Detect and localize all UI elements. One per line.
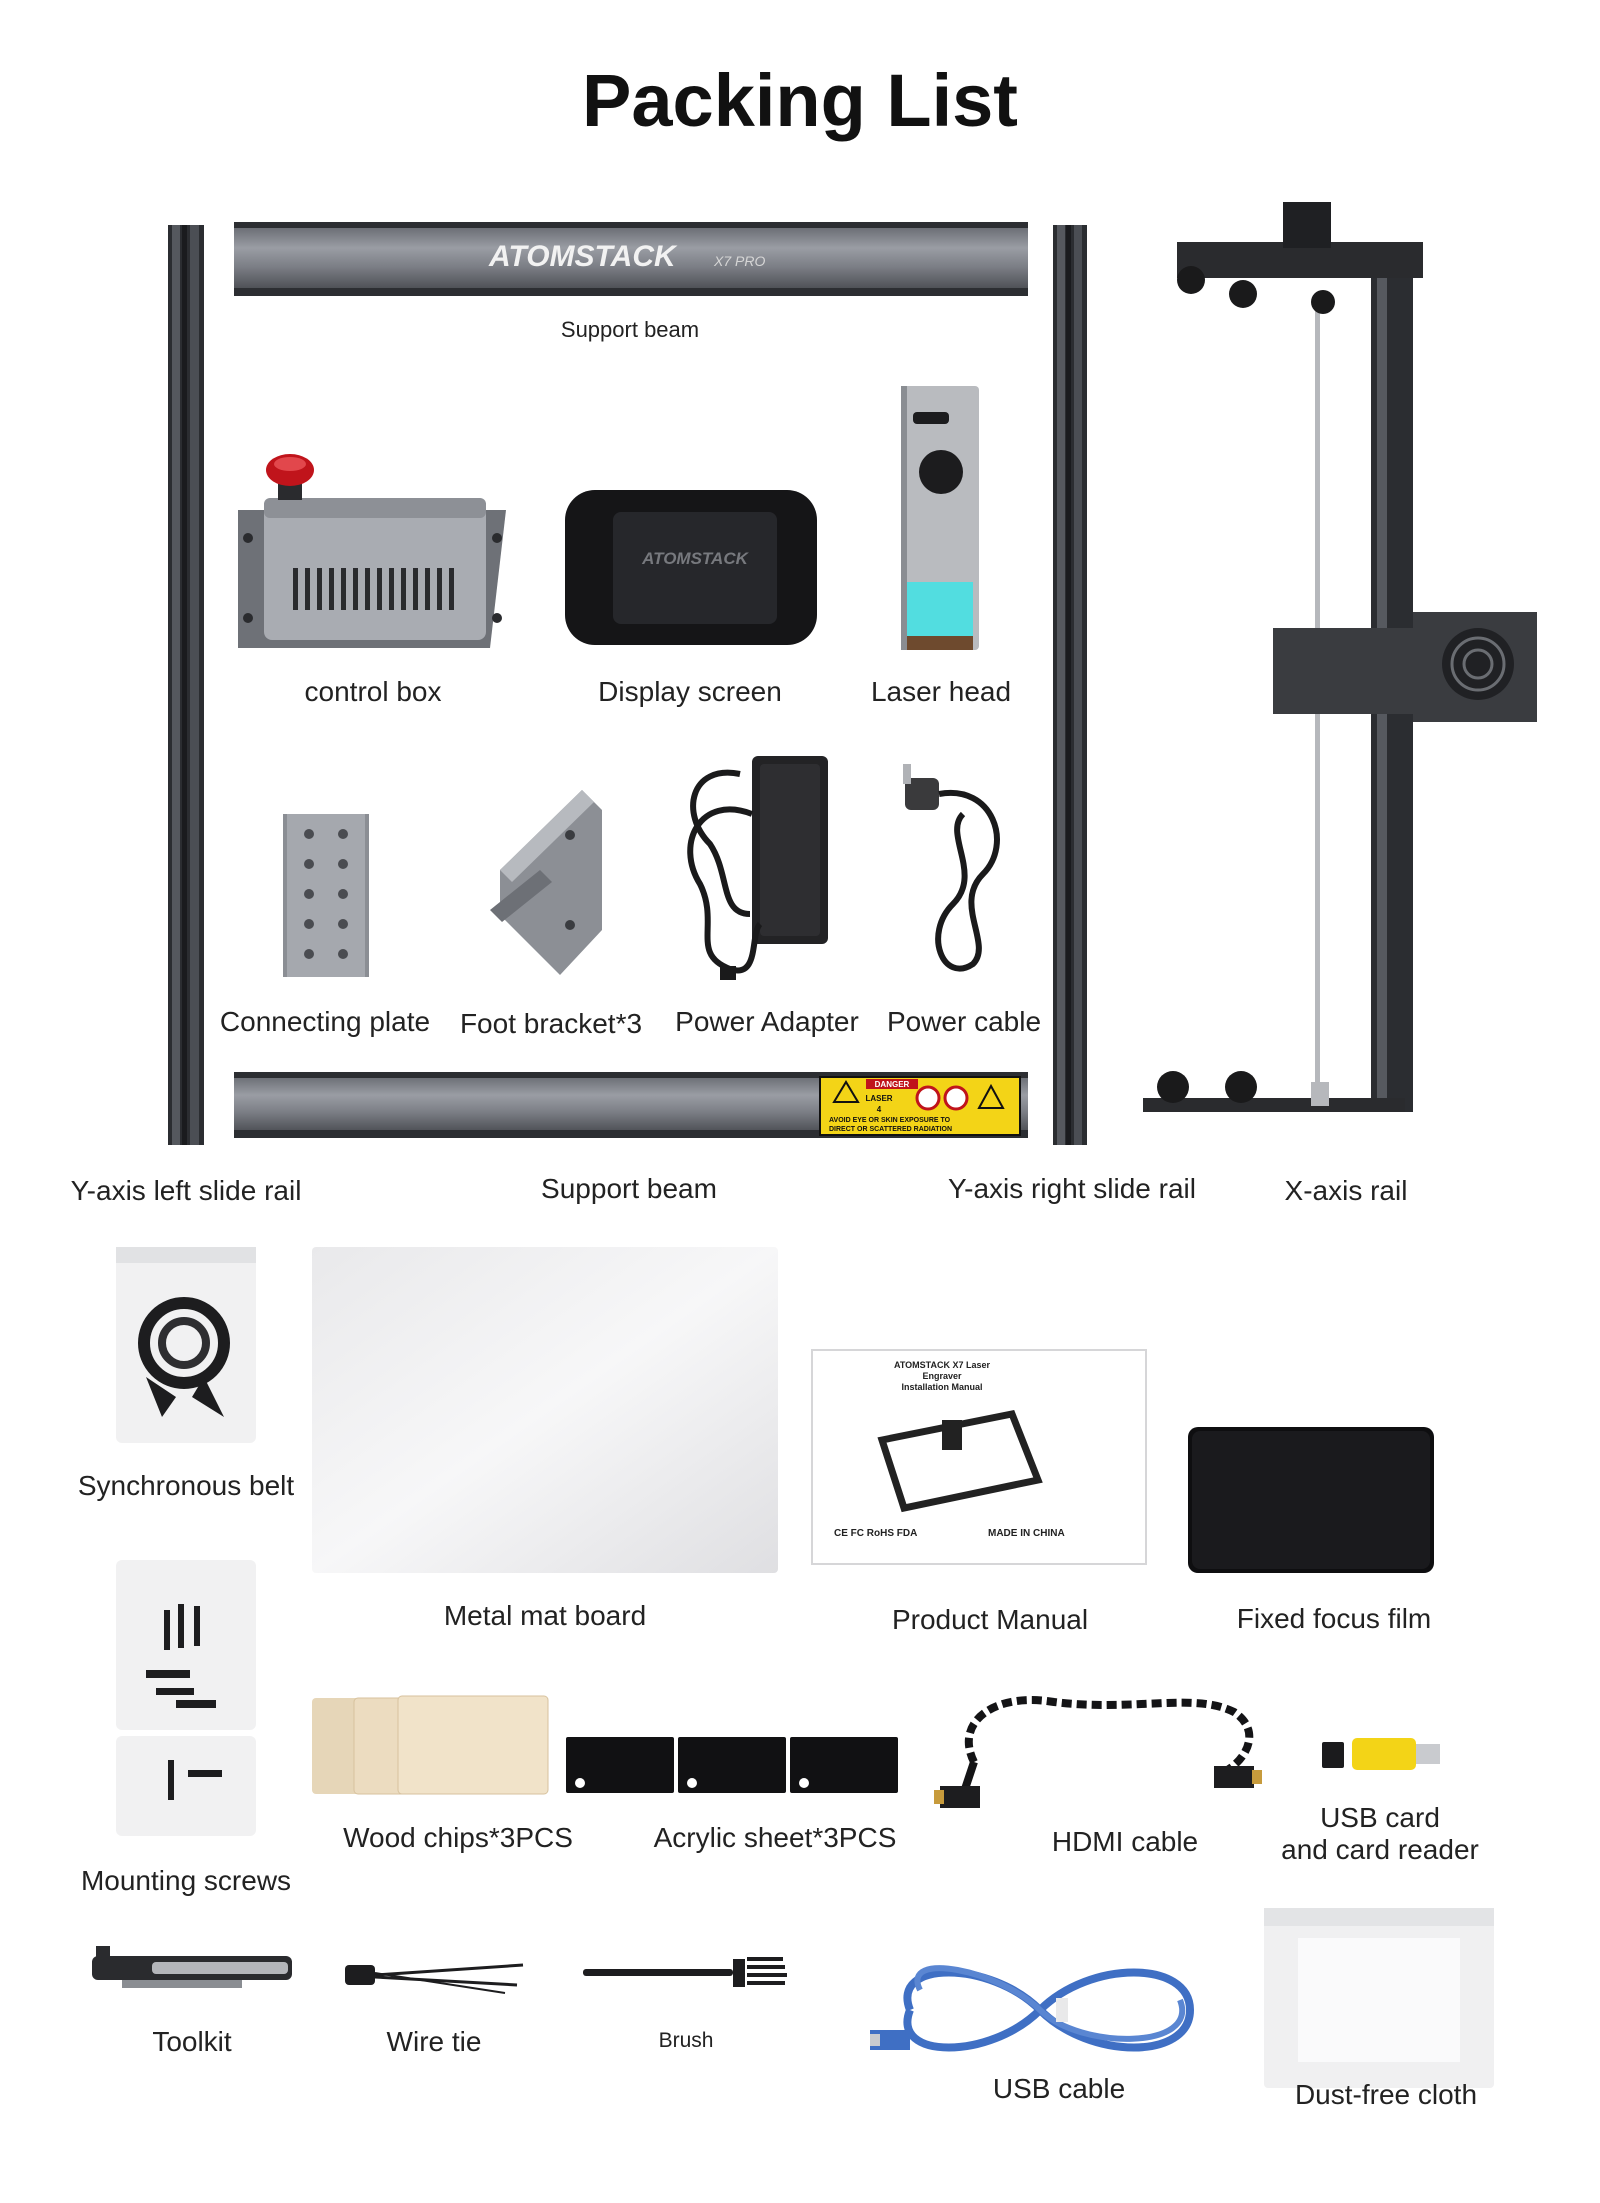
beam-brand: ATOMSTACK [488,240,678,273]
brush-image [583,1957,787,1987]
label-wood-chips: Wood chips*3PCS [343,1822,573,1853]
usb-cable-image [870,1965,1195,2052]
foot-bracket-image [490,790,602,975]
label-usb-card: USB card and card reader [1270,1802,1490,1866]
label-mounting-screws: Mounting screws [80,1865,292,1896]
hdmi-cable-image [934,1696,1262,1808]
acrylic-sheet-image [566,1737,898,1793]
label-foot-bracket: Foot bracket*3 [459,1008,643,1039]
support-beam-top-image: ATOMSTACK X7 PRO [234,222,1028,296]
label-control-box: control box [304,676,442,707]
power-adapter-image [687,756,828,980]
label-support-beam-bottom: Support beam [541,1173,717,1204]
y-axis-right-rail-image [1053,225,1087,1145]
label-power-cable: Power cable [886,1006,1042,1037]
fixed-focus-film-image [1188,1427,1434,1573]
manual-line-3: Installation Manual [901,1382,982,1392]
label-fixed-focus-film: Fixed focus film [1236,1603,1432,1634]
label-dust-free-cloth: Dust-free cloth [1294,2079,1478,2110]
synchronous-belt-image [116,1247,256,1443]
label-display-screen: Display screen [598,676,782,707]
manual-made-in: MADE IN CHINA [988,1528,1065,1539]
label-product-manual: Product Manual [891,1604,1089,1635]
label-usb-card-line-2: and card reader [1281,1834,1479,1866]
label-wire-tie: Wire tie [386,2026,482,2057]
power-cable-image [903,764,1000,972]
label-metal-mat-board: Metal mat board [443,1600,647,1631]
page-title: Packing List [582,59,1018,142]
label-toolkit: Toolkit [152,2026,232,2057]
support-beam-bottom-image: DANGER LASER 4 AVOID EYE OR SKIN EXPOSUR… [234,1072,1028,1138]
connecting-plate-image [283,814,369,977]
manual-marks: CE FC RoHS FDA [834,1528,917,1539]
beam-model: X7 PRO [713,253,765,269]
label-usb-cable: USB cable [992,2073,1126,2104]
label-acrylic-sheet: Acrylic sheet*3PCS [653,1822,897,1853]
label-brush: Brush [658,2029,714,2052]
label-usb-card-line-1: USB card [1320,1802,1440,1833]
manual-line-2: Engraver [922,1371,962,1381]
warning-line-2: DIRECT OR SCATTERED RADIATION [829,1126,952,1133]
metal-mat-board-image [312,1247,778,1573]
laser-head-image [901,386,979,650]
label-synchronous-belt: Synchronous belt [77,1470,295,1501]
dust-free-cloth-image [1264,1908,1494,2088]
toolkit-image [92,1946,292,1988]
label-laser-head: Laser head [870,676,1012,707]
warning-class: 4 [877,1105,882,1114]
warning-line-1: AVOID EYE OR SKIN EXPOSURE TO [829,1117,951,1124]
label-x-axis-rail: X-axis rail [1284,1175,1408,1206]
display-screen-image: ATOMSTACK [565,490,817,645]
label-y-axis-right: Y-axis right slide rail [948,1173,1196,1204]
label-hdmi-cable: HDMI cable [1051,1826,1199,1857]
x-axis-rail-image [1143,202,1537,1112]
control-box-image [238,454,506,648]
label-y-axis-left: Y-axis left slide rail [70,1175,302,1206]
label-connecting-plate: Connecting plate [219,1006,431,1037]
mounting-screws-image [116,1560,256,1836]
usb-card-reader-image [1322,1738,1440,1770]
label-support-beam-top: Support beam [560,317,700,342]
wire-tie-image [345,1963,524,1994]
label-power-adapter: Power Adapter [675,1006,859,1037]
manual-line-1: ATOMSTACK X7 Laser [894,1360,991,1370]
product-manual-image: ATOMSTACK X7 Laser Engraver Installation… [811,1349,1147,1565]
display-brand: ATOMSTACK [641,549,749,568]
wood-chips-image [312,1695,549,1795]
y-axis-left-rail-image [168,225,204,1145]
warning-laser: LASER [865,1094,892,1103]
warning-danger: DANGER [875,1080,910,1089]
